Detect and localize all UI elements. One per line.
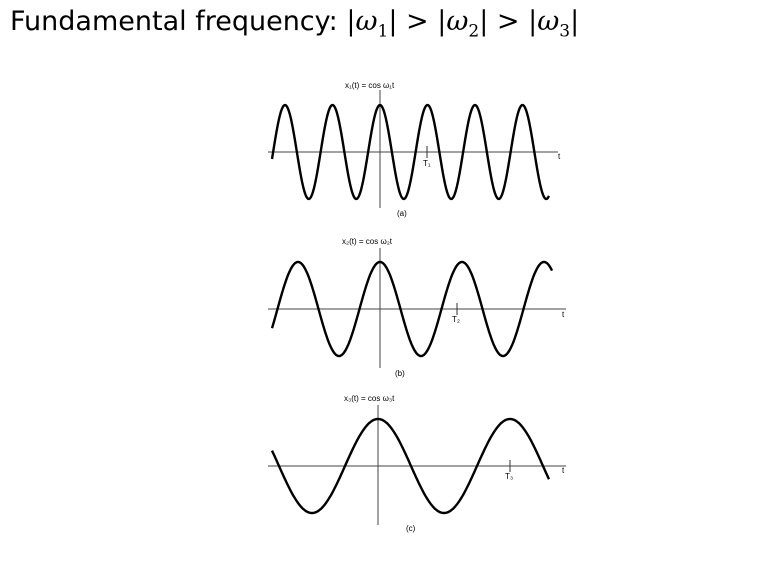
panel-c-t-label: t — [562, 466, 565, 475]
panel-a-wave — [270, 103, 551, 201]
panel-b-formula: x₂(t) = cos ω₂t — [342, 237, 393, 246]
panel-a-period-label: T₁ — [423, 159, 431, 168]
panel-a-caption: (a) — [397, 209, 407, 218]
panel-c: x₃(t) = cos ω₃t T₃ t (c) — [268, 394, 566, 533]
panel-c-period-label: T₃ — [505, 472, 513, 481]
panel-c-wave — [270, 417, 551, 515]
panel-b-wave — [270, 260, 554, 358]
panel-a-t-label: t — [558, 152, 561, 161]
omega-1: ω — [355, 6, 378, 37]
panel-b: x₂(t) = cos ω₂t T₂ t (b) — [268, 237, 566, 378]
panel-b-t-label: t — [562, 310, 565, 319]
panel-a: x₁(t) = cos ω₁t T₁ t (a) — [268, 81, 561, 218]
title-formula: |ω1| > |ω2| > |ω3| — [346, 6, 580, 42]
panel-c-caption: (c) — [406, 524, 416, 533]
omega-2: ω — [446, 6, 469, 37]
slide-title: Fundamental frequency: |ω1| > |ω2| > |ω3… — [10, 6, 579, 41]
panel-b-caption: (b) — [395, 369, 405, 378]
panel-c-formula: x₃(t) = cos ω₃t — [344, 394, 395, 403]
omega-3: ω — [537, 6, 560, 37]
panel-a-formula: x₁(t) = cos ω₁t — [345, 81, 395, 90]
panel-b-period-label: T₂ — [452, 315, 460, 324]
title-prefix: Fundamental frequency: — [10, 6, 338, 37]
